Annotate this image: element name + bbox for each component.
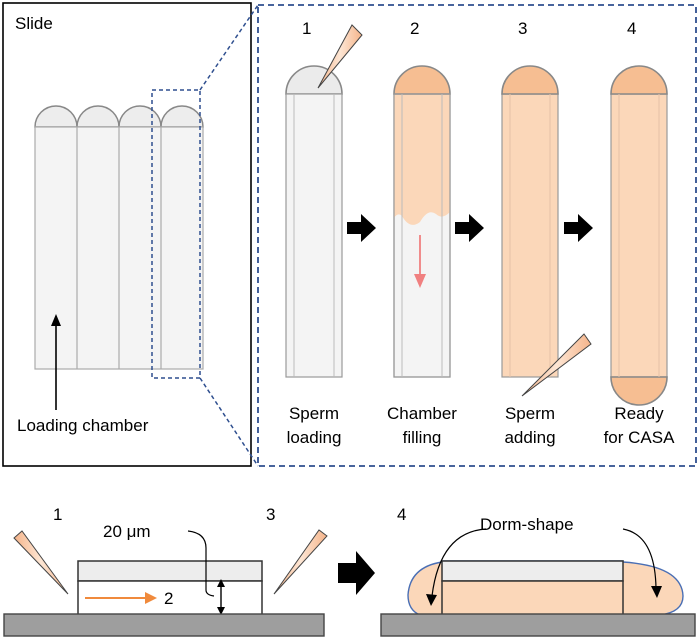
dome-label: Dorm-shape (480, 515, 574, 534)
step-3-pipette-icon (521, 333, 592, 397)
step-3-chamber (501, 65, 559, 378)
left-base-plate (3, 613, 325, 637)
left-pipette-icon (13, 530, 69, 595)
chamber-selection (151, 89, 201, 379)
step-4-chamber (610, 65, 668, 406)
step-3-number: 3 (518, 19, 527, 38)
step-1-caption-line2: loading (287, 428, 342, 447)
step-4-caption-line2: for CASA (604, 428, 676, 447)
step-1-caption-line1: Sperm (289, 404, 339, 423)
dome-pointer-right (622, 528, 657, 589)
step-3-caption-line2: adding (504, 428, 555, 447)
dome-pointer-left-head (426, 594, 437, 606)
right-pipette-icon (273, 529, 328, 595)
slide-title: Slide (15, 14, 53, 33)
height-arrow-bottom-head (217, 607, 225, 615)
step-2-caption-line2: filling (403, 428, 442, 447)
loading-chamber-label: Loading chamber (17, 416, 149, 435)
loading-chamber-arrowhead (51, 314, 61, 326)
step-arrow-2 (455, 214, 484, 242)
cross-label-3: 3 (266, 505, 275, 524)
step-1-chamber (285, 65, 343, 378)
zoom-line-bottom (199, 377, 259, 467)
step-2-chamber (393, 65, 451, 378)
filling-direction-arrowhead (414, 274, 426, 288)
step-arrow-1 (347, 214, 376, 242)
dome-pointer-right-head (651, 586, 662, 598)
left-coverslip (77, 560, 263, 582)
step-3-caption-line1: Sperm (505, 404, 555, 423)
step-2-number: 2 (410, 19, 419, 38)
cross-label-1: 1 (53, 505, 62, 524)
zoom-line-top (199, 4, 259, 91)
dome-pointer-left (431, 528, 487, 597)
slide-chambers (34, 105, 204, 370)
cross-label-4: 4 (397, 505, 406, 524)
right-coverslip (441, 560, 624, 582)
height-label-leader (187, 530, 215, 597)
height-arrow-top-head (217, 579, 225, 587)
step-1-number: 1 (302, 19, 311, 38)
flow-arrowhead (145, 592, 157, 604)
step-arrow-3 (564, 214, 593, 242)
step-4-number: 4 (627, 19, 636, 38)
height-label: 20 μm (103, 522, 151, 541)
step-1-pipette-icon (317, 24, 363, 89)
step-2-caption-line1: Chamber (387, 404, 457, 423)
cross-section-arrow (338, 551, 375, 595)
step-4-caption-line1: Ready (614, 404, 664, 423)
cross-label-2: 2 (164, 589, 173, 608)
right-base-plate (380, 613, 696, 637)
right-chamber-filled (441, 580, 624, 616)
